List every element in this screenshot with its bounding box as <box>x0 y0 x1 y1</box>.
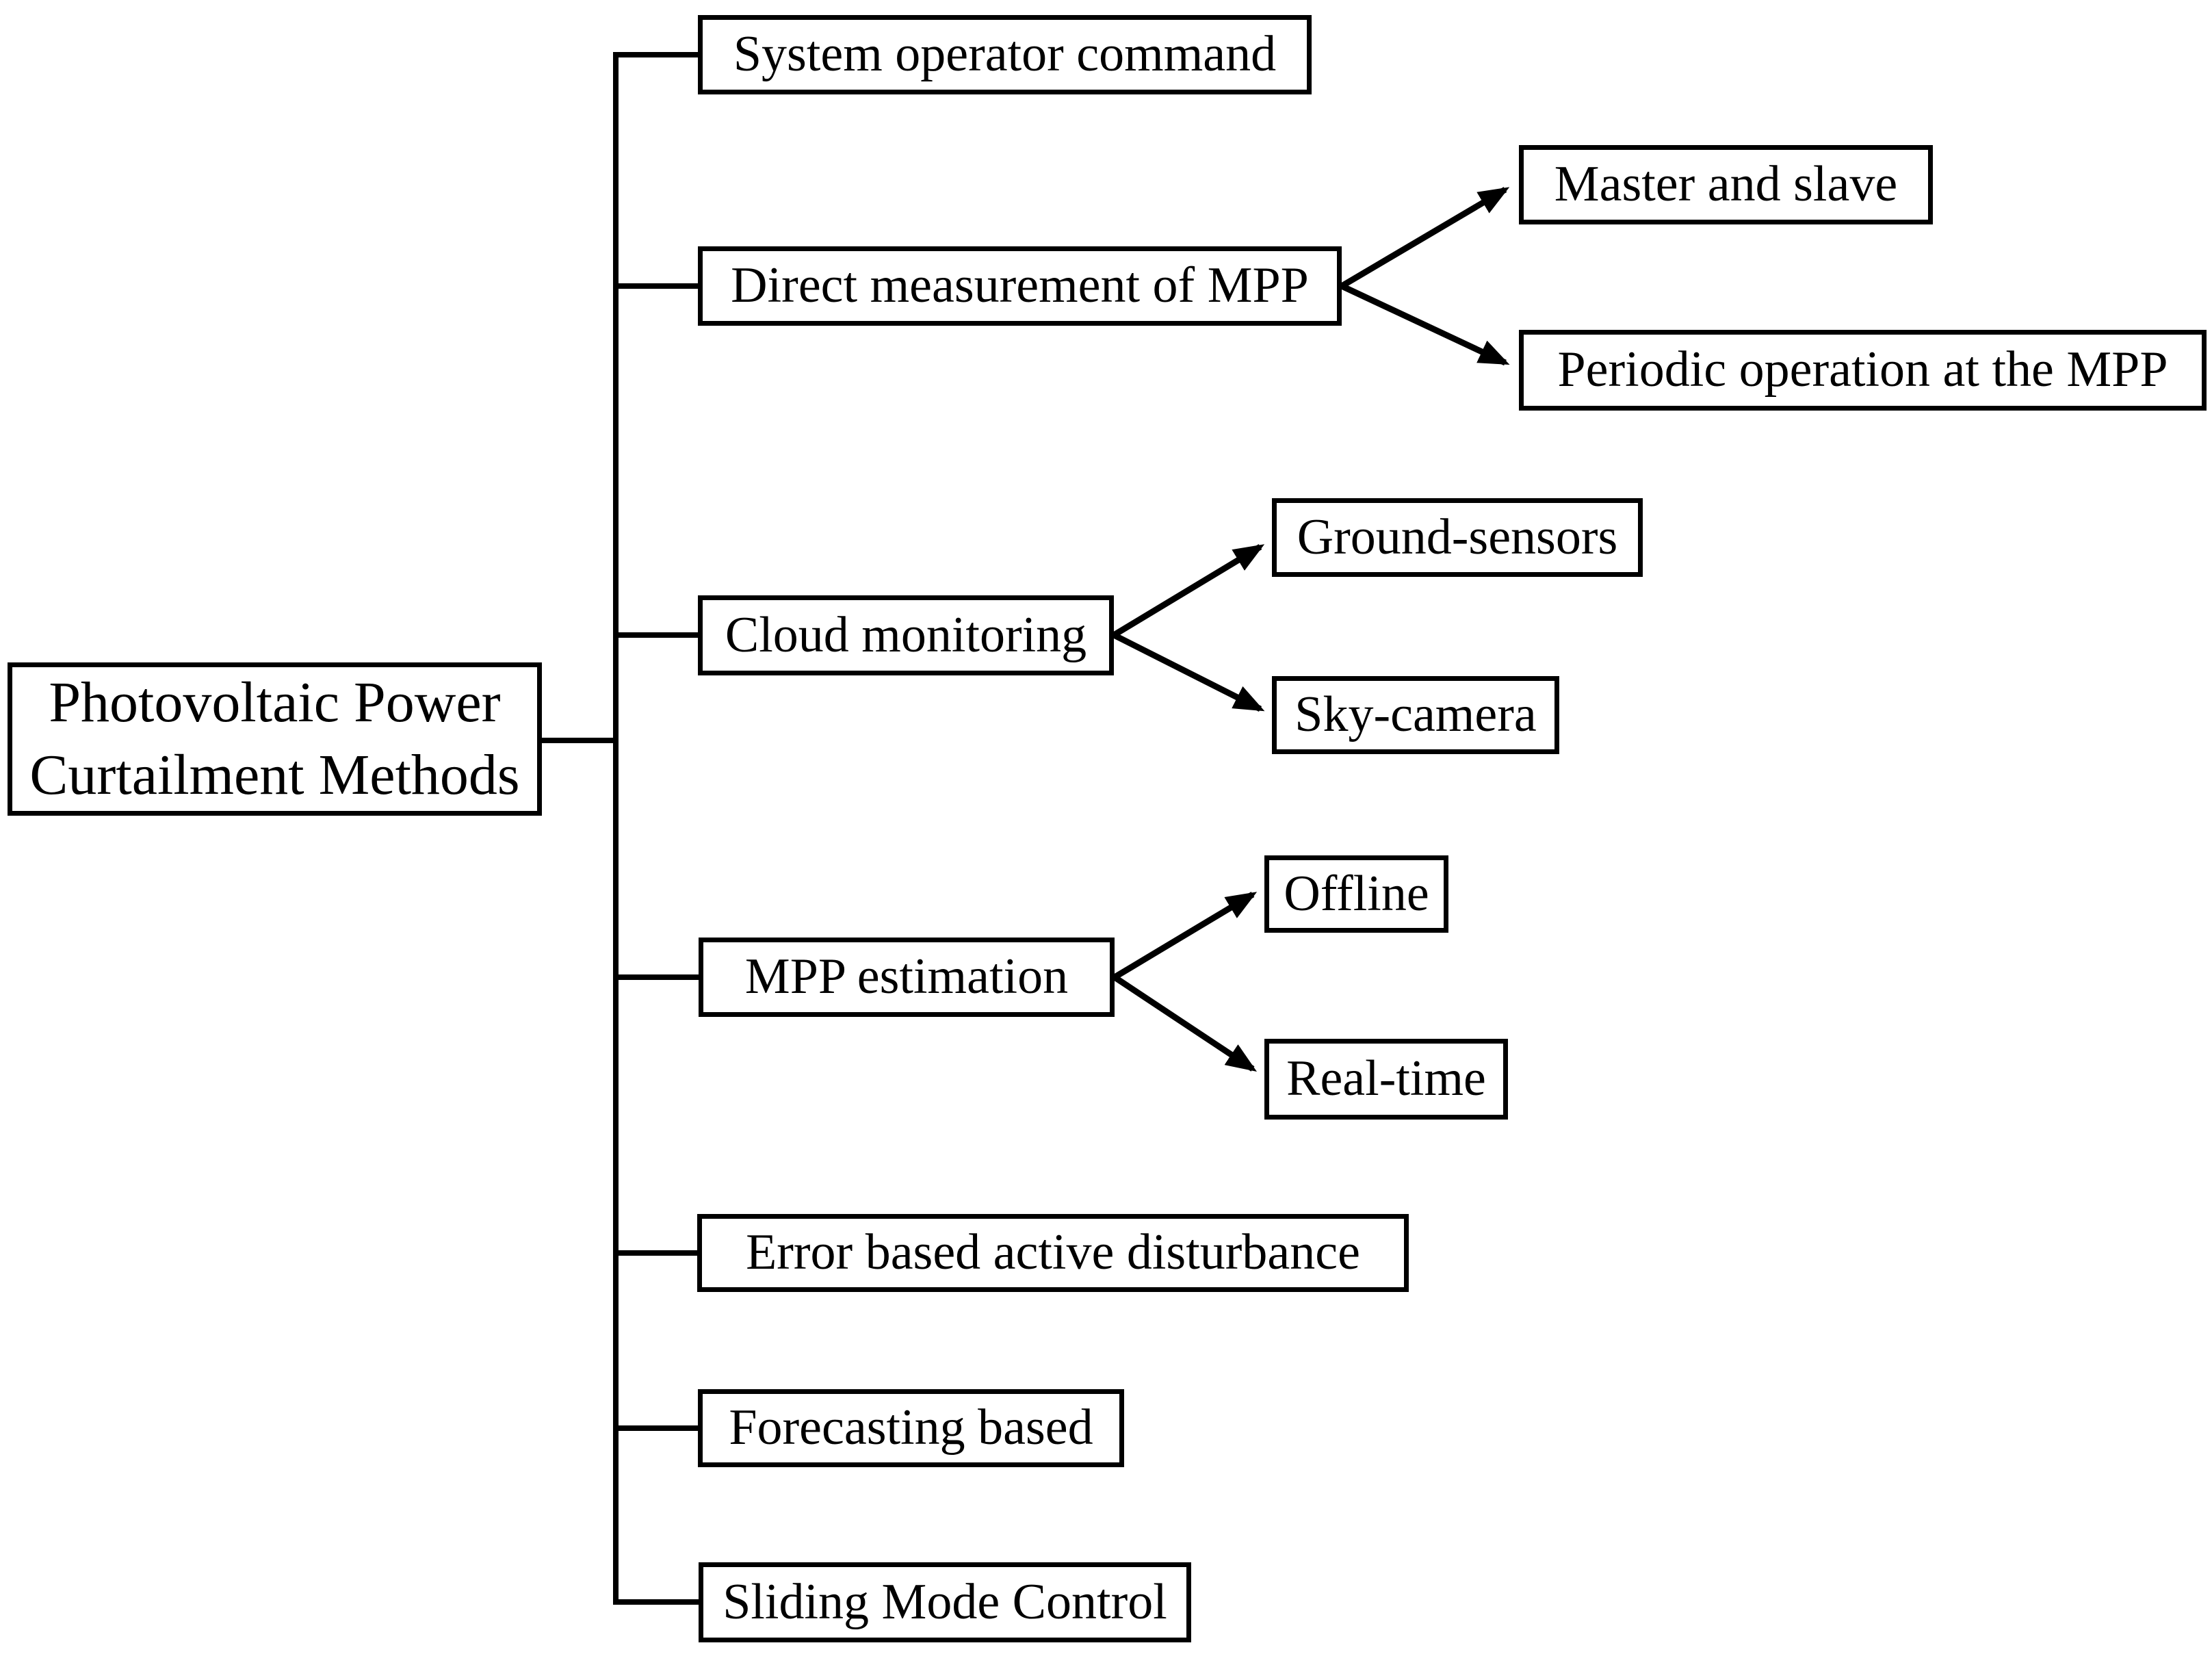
root-label-line-2: Curtailment Methods <box>29 743 520 807</box>
node-label: Photovoltaic Power Curtailment Methods <box>29 667 519 812</box>
node-periodic-operation-at-the-mpp: Periodic operation at the MPP <box>1519 330 2207 411</box>
node-label: Offline <box>1284 865 1429 922</box>
node-cloud-monitoring: Cloud monitoring <box>698 595 1114 675</box>
node-sliding-mode-control: Sliding Mode Control <box>699 1562 1191 1642</box>
node-mpp-estimation: MPP estimation <box>699 938 1115 1017</box>
node-label: Cloud monitoring <box>725 606 1087 663</box>
node-photovoltaic-power-curtailment-methods: Photovoltaic Power Curtailment Methods <box>8 662 542 816</box>
arrow-mpp-to-offline <box>1112 892 1258 980</box>
node-label: Sliding Mode Control <box>723 1573 1167 1630</box>
node-error-based-active-disturbance: Error based active disturbance <box>697 1214 1409 1292</box>
node-label: Ground-sensors <box>1297 508 1618 565</box>
node-label: Forecasting based <box>729 1399 1093 1456</box>
node-real-time: Real-time <box>1264 1039 1508 1120</box>
node-label: Real-time <box>1286 1050 1486 1107</box>
node-master-and-slave: Master and slave <box>1519 145 1933 224</box>
node-label: Master and slave <box>1554 156 1898 213</box>
node-system-operator-command: System operator command <box>698 15 1312 94</box>
tree-trunk-line <box>613 52 699 1605</box>
node-label: Sky-camera <box>1294 686 1537 743</box>
root-label-line-1: Photovoltaic Power <box>49 671 501 735</box>
node-label: System operator command <box>733 26 1277 83</box>
node-offline: Offline <box>1264 855 1448 933</box>
arrow-direct-to-periodic-operation <box>1340 283 1510 366</box>
node-label: Error based active disturbance <box>746 1224 1360 1281</box>
node-ground-sensors: Ground-sensors <box>1272 498 1643 577</box>
arrow-direct-to-master-slave <box>1340 187 1510 289</box>
node-label: MPP estimation <box>744 948 1069 1005</box>
node-sky-camera: Sky-camera <box>1272 676 1559 754</box>
node-label: Direct measurement of MPP <box>731 257 1309 314</box>
node-label: Periodic operation at the MPP <box>1557 341 2168 398</box>
node-direct-measurement-of-mpp: Direct measurement of MPP <box>698 246 1342 326</box>
arrow-cloud-to-ground-sensors <box>1112 544 1265 638</box>
node-forecasting-based: Forecasting based <box>698 1389 1124 1467</box>
arrow-mpp-to-realtime <box>1112 974 1257 1072</box>
arrow-cloud-to-sky-camera <box>1112 632 1265 712</box>
